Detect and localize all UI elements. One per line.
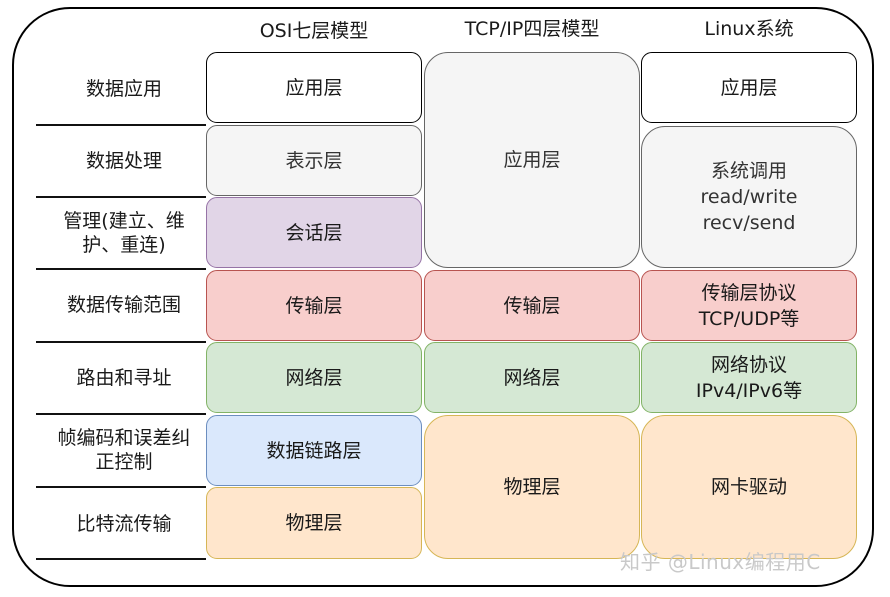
row-separator — [36, 486, 206, 488]
row-separator — [36, 124, 206, 126]
tcpip-transport-layer: 传输层 — [424, 270, 640, 341]
osi-presentation-layer: 表示层 — [206, 125, 422, 196]
watermark: 知乎 @Linux编程用C — [620, 550, 821, 574]
linux-system-call-layer: 系统调用 read/write recv/send — [641, 126, 857, 268]
row-label-data-application: 数据应用 — [40, 54, 208, 124]
row-separator — [36, 341, 206, 343]
tcpip-network-layer: 网络层 — [424, 342, 640, 413]
linux-application-layer: 应用层 — [641, 52, 857, 123]
row-label-bitstream: 比特流传输 — [40, 488, 208, 560]
linux-transport-detail: TCP/UDP等 — [698, 307, 800, 330]
linux-network-detail: IPv4/IPv6等 — [695, 379, 803, 402]
linux-syscall-recvsend: recv/send — [702, 212, 796, 234]
linux-syscall-readwrite: read/write — [700, 186, 798, 208]
header-tcpip: TCP/IP四层模型 — [464, 18, 600, 40]
row-label-line-2: 护、重连) — [82, 234, 166, 256]
linux-transport-protocol: 传输层协议 TCP/UDP等 — [641, 270, 857, 341]
row-label-frame-encoding: 帧编码和误差纠 正控制 — [40, 415, 208, 485]
linux-network-protocol: 网络协议 IPv4/IPv6等 — [641, 342, 857, 413]
tcpip-application-layer: 应用层 — [424, 52, 640, 268]
osi-physical-layer: 物理层 — [206, 487, 422, 559]
row-label-text: 路由和寻址 — [76, 367, 172, 389]
row-label-text: 数据应用 — [85, 78, 162, 100]
row-label-text: 数据传输范围 — [66, 294, 181, 316]
linux-syscall-title: 系统调用 — [710, 160, 787, 182]
osi-session-layer: 会话层 — [206, 197, 422, 268]
row-separator — [36, 413, 206, 415]
linux-network-title: 网络协议 — [710, 353, 787, 376]
row-label-text: 比特流传输 — [76, 513, 172, 535]
row-label-data-processing: 数据处理 — [40, 126, 208, 196]
diagram-frame — [12, 7, 874, 587]
row-label-routing: 路由和寻址 — [40, 343, 208, 413]
header-linux: Linux系统 — [704, 18, 794, 40]
row-label-session-management: 管理(建立、维 护、重连) — [40, 198, 208, 268]
linux-nic-driver-label: 网卡驱动 — [710, 476, 787, 498]
row-label-line-2: 正控制 — [95, 451, 153, 473]
row-separator — [36, 558, 206, 560]
linux-application-label: 应用层 — [720, 76, 778, 99]
tcpip-physical-layer: 物理层 — [424, 415, 640, 559]
row-separator — [36, 268, 206, 270]
row-label-transport-range: 数据传输范围 — [40, 270, 208, 340]
osi-network-layer: 网络层 — [206, 342, 422, 413]
osi-data-link-layer: 数据链路层 — [206, 415, 422, 486]
linux-transport-title: 传输层协议 — [701, 281, 797, 304]
header-osi: OSI七层模型 — [259, 20, 369, 42]
linux-nic-driver: 网卡驱动 — [641, 415, 857, 559]
osi-transport-layer: 传输层 — [206, 270, 422, 341]
row-label-line-1: 管理(建立、维 — [63, 210, 185, 232]
row-separator — [36, 196, 206, 198]
row-label-line-1: 帧编码和误差纠 — [57, 427, 191, 449]
row-label-text: 数据处理 — [85, 150, 162, 172]
osi-application-layer: 应用层 — [206, 52, 422, 123]
